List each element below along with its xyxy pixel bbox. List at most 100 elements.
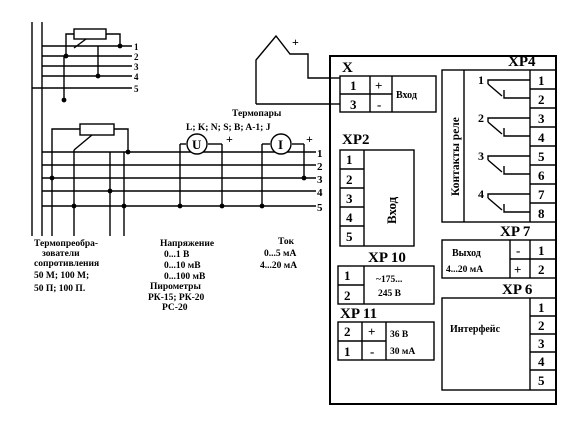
connector-xp10-label: 245 В (378, 289, 402, 299)
voltage-source: U + (177, 132, 233, 209)
i-meter-icon (270, 133, 292, 155)
connector-x-pin: 3 (350, 97, 357, 112)
connector-x-title: X (342, 60, 353, 76)
connector-xp11-polarity: + (368, 324, 375, 339)
connector-x-pin: 1 (350, 78, 357, 93)
rtd-sensor-bottom (42, 123, 316, 236)
relay-contact-1-icon: 1 (478, 73, 530, 99)
connector-xp4-pin: 7 (538, 187, 545, 202)
relay-contact-2-icon: 2 (478, 111, 530, 137)
pin-label: 4 (134, 72, 139, 82)
thermocouple: + (255, 34, 330, 105)
relay-number: 3 (478, 149, 484, 163)
u-meter-label: U (192, 137, 202, 152)
connector-xp11-pin: 1 (344, 344, 351, 359)
connector-xp7-polarity: + (514, 262, 521, 277)
current-source: I + (259, 132, 313, 209)
connector-xp10-title: XP 10 (368, 250, 406, 266)
connector-xp6-pin: 5 (538, 373, 545, 388)
connector-xp10-pin: 1 (344, 268, 351, 283)
plus-sign: + (226, 132, 233, 146)
connector-xp4-pin: 2 (538, 92, 545, 107)
plus-sign: + (292, 35, 299, 49)
connector-x-polarity: + (375, 78, 382, 93)
i-meter-label: I (278, 137, 283, 152)
voltage-label-line: РС-20 (162, 303, 188, 313)
bus-pin-label: 2 (317, 161, 323, 173)
connector-xp4-pin: 3 (538, 111, 545, 126)
rtd-label-line: 50 М; 100 М; (34, 271, 89, 281)
voltage-label-line: 0...10 мВ (164, 261, 201, 271)
relay-contact-4-icon: 4 (478, 187, 530, 213)
relay-number: 2 (478, 111, 484, 125)
rtd-label-line: сопротивления (34, 259, 99, 269)
connector-xp6-label: Интерфейс (450, 324, 501, 335)
bus-pin-label: 3 (317, 174, 323, 186)
connector-xp7-label: Выход (452, 248, 481, 259)
connector-xp2-title: XP2 (342, 132, 370, 148)
connector-xp4-title: XP4 (508, 54, 536, 70)
voltage-label-line: 0...1 В (164, 250, 190, 260)
connector-xp10-pin: 2 (344, 288, 351, 303)
connector-xp11-pin: 2 (344, 324, 351, 339)
resistor-top (73, 28, 107, 40)
pin-label: 2 (134, 52, 139, 62)
connector-xp4-pin: 4 (538, 130, 545, 145)
connector-xp7-polarity: - (516, 243, 520, 258)
wiper-top (73, 38, 87, 49)
relay-number: 4 (478, 187, 484, 201)
connector-xp7-pin: 2 (538, 262, 545, 277)
connector-xp4-pin: 6 (538, 168, 545, 183)
connector-xp2-pin: 1 (346, 152, 353, 167)
pin-label: 5 (134, 84, 139, 94)
connector-x-signal: Вход (396, 90, 417, 101)
connector-xp6-pin: 2 (538, 318, 545, 333)
current-label-line: Ток (278, 237, 295, 247)
connector-xp11-label: 36 В (390, 330, 409, 340)
voltage-label-line: 0...100 мВ (164, 272, 206, 282)
rtd-label-line: зователи (42, 249, 80, 259)
rtd-label-line: Термопреобра- (34, 238, 98, 249)
plus-sign: + (306, 132, 313, 146)
connector-xp2-pin: 2 (346, 172, 353, 187)
connector-xp6-title: XP 6 (502, 282, 533, 298)
rtd-label-line: 50 П; 100 П. (34, 284, 85, 294)
connector-xp2-signal: Вход (384, 196, 399, 224)
connector-x-polarity: - (377, 97, 381, 112)
thermocouple-types-label: L; K; N; S; B; A-1; J (186, 123, 271, 133)
connector-xp11-polarity: - (370, 344, 374, 359)
device-outline (329, 55, 557, 405)
sensor-labels: Термопары L; K; N; S; B; A-1; J Термопре… (34, 109, 297, 313)
bus-pin-label: 4 (317, 187, 323, 199)
pin-label: 3 (134, 62, 139, 72)
connector-xp4-pin: 8 (538, 206, 545, 221)
connector-xp2-pin: 5 (346, 229, 353, 244)
connector-xp7: XP 7 Выход 4...20 мА - + 1 2 (441, 224, 557, 279)
current-label-line: 4...20 мА (260, 261, 297, 271)
connector-xp4-pin: 1 (538, 73, 545, 88)
relay-contact-3-icon: 3 (478, 149, 530, 175)
connector-xp7-title: XP 7 (500, 224, 531, 240)
connector-xp6-pin: 3 (538, 336, 545, 351)
pin-label: 1 (134, 42, 139, 52)
connector-xp10-label: ~175... (376, 275, 402, 285)
connector-xp6-pin: 4 (538, 354, 545, 369)
connector-xp2-pin: 4 (346, 210, 353, 225)
connector-xp11-label: 30 мА (390, 347, 415, 357)
bus-pin-label: 1 (317, 148, 323, 160)
resistor-bottom (79, 123, 115, 136)
bus-pin-label: 5 (317, 202, 323, 214)
connector-xp4-pin: 5 (538, 149, 545, 164)
u-meter-icon (186, 133, 208, 155)
relay-number: 1 (478, 73, 484, 87)
connector-xp10: XP 10 1 2 ~175... 245 В (337, 250, 435, 305)
wiper-bottom (73, 134, 93, 151)
connector-x: X 1 3 + - Вход (330, 60, 437, 113)
connector-xp6: XP 6 1 2 3 4 5 Интерфейс (441, 282, 557, 391)
voltage-label-line: РК-15; РК-20 (148, 293, 204, 303)
rtd-sensor-top: 1 2 3 4 5 (31, 22, 139, 236)
voltage-label-line: Напряжение (160, 239, 214, 249)
voltage-label-line: Пирометры (150, 282, 201, 292)
relay-contacts-label: Контакты реле (450, 117, 462, 196)
